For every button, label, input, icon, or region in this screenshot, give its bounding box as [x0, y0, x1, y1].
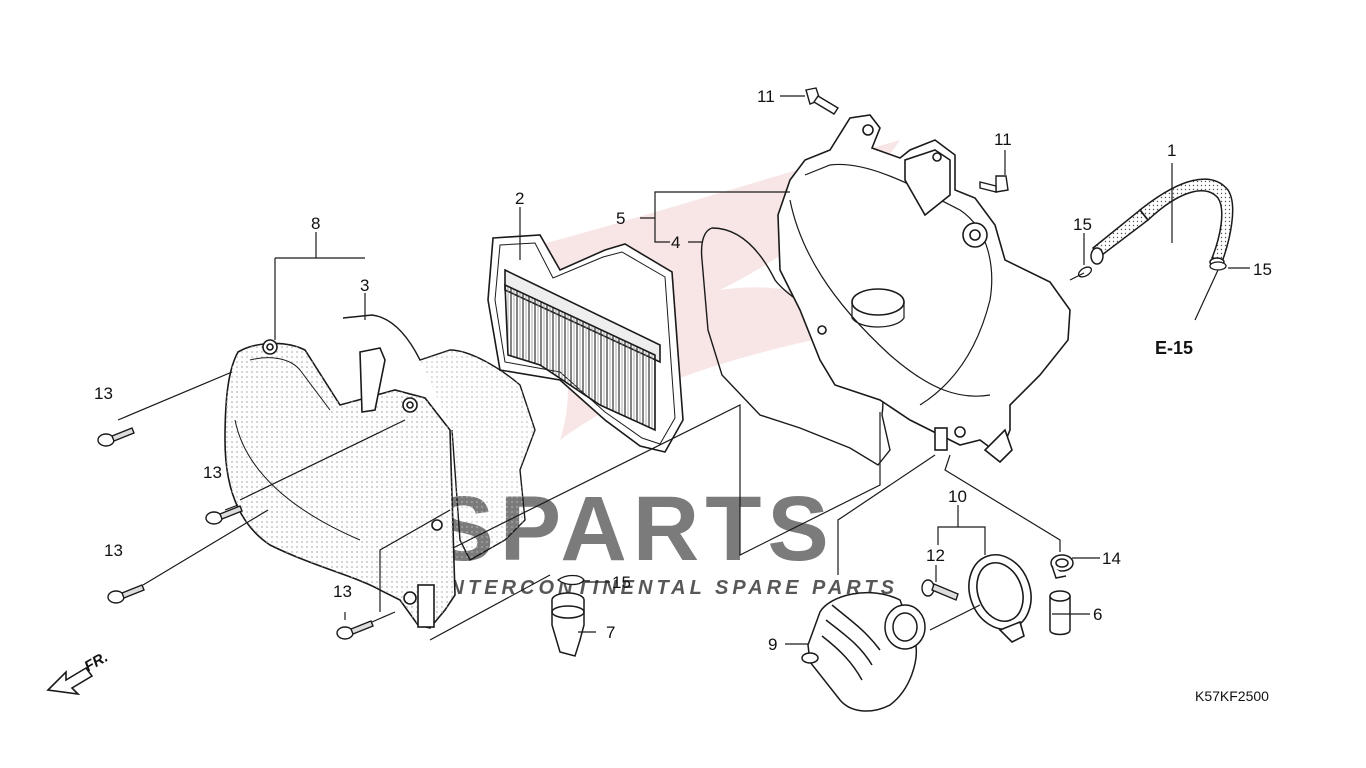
callout-13-middle: 13	[203, 463, 222, 482]
drain-clip	[1050, 554, 1074, 579]
callout-14: 14	[1102, 549, 1121, 568]
drain-plug	[551, 592, 585, 657]
hose-clips	[556, 261, 1227, 586]
callout-12: 12	[926, 546, 945, 565]
callout-11-right: 11	[994, 130, 1012, 149]
breather-hose	[1090, 178, 1234, 267]
watermark-tagline: INTERCONTINENTAL SPARE PARTS	[440, 577, 898, 599]
callout-11-top: 11	[757, 87, 775, 106]
air-cleaner-element	[487, 234, 684, 453]
callout-1: 1	[1167, 141, 1176, 160]
connecting-tube	[801, 592, 926, 712]
callout-4: 4	[671, 233, 680, 252]
front-direction-indicator: FR.	[46, 649, 111, 696]
band-clamp	[968, 554, 1032, 643]
air-cleaner-cover	[224, 339, 456, 629]
callout-13-bottom: 13	[333, 582, 352, 601]
callout-3: 3	[360, 276, 369, 295]
callout-15-hose-left: 15	[1073, 215, 1092, 234]
callout-13-upper-left: 13	[94, 384, 113, 403]
front-arrow-icon	[46, 666, 94, 696]
cover-seal-dots	[420, 350, 535, 560]
callout-5: 5	[616, 209, 625, 228]
callout-15-hose-right: 15	[1253, 260, 1272, 279]
callout-9: 9	[768, 635, 777, 654]
reference-label: E-15	[1155, 338, 1193, 358]
callout-8: 8	[311, 214, 320, 233]
screws-13	[97, 427, 374, 640]
callout-15-drain: 15	[612, 573, 631, 592]
screws-11	[805, 87, 1009, 193]
callout-10: 10	[948, 487, 967, 506]
callout-13-lower-left: 13	[104, 541, 123, 560]
drawing-code: K57KF2500	[1195, 688, 1269, 704]
callout-2: 2	[515, 189, 524, 208]
callout-6: 6	[1093, 605, 1102, 624]
leader-lines	[117, 95, 1250, 645]
air-cleaner-case	[777, 114, 1071, 464]
screw-12	[921, 579, 959, 601]
callout-7: 7	[606, 623, 615, 642]
callouts: 1 2 3 4 5 6 7 8 9 10 11 11 12 13 13 13 1…	[94, 87, 1272, 654]
drain-tube	[1049, 590, 1071, 636]
